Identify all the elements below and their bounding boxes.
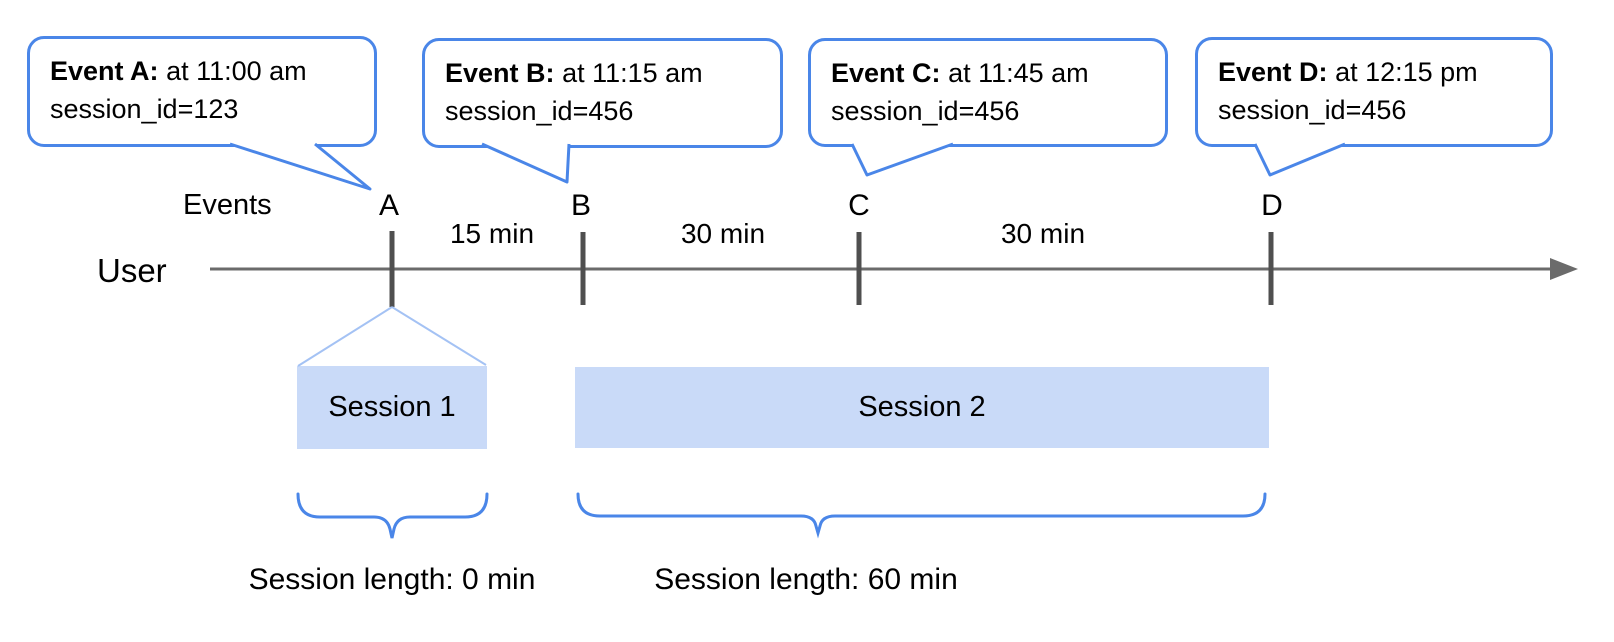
bubble-d-tail: [1253, 142, 1346, 177]
bubble-a-tail: [229, 142, 372, 191]
timeline-arrowhead-icon: [1550, 258, 1578, 280]
session-1-funnel-lines: [297, 306, 487, 367]
event-b-time: at 11:15 am: [562, 58, 703, 88]
event-a-title: Event A:: [50, 56, 159, 86]
interval-label-bc: 30 min: [680, 218, 766, 249]
event-bubble-a: Event A:at 11:00 am session_id=123: [27, 36, 377, 147]
session-2-label: Session 2: [858, 391, 986, 423]
event-b-title: Event B:: [445, 58, 555, 88]
session-2-brace: [576, 492, 1267, 539]
interval-label-cd: 30 min: [1000, 218, 1086, 249]
event-d-session-id: session_id=456: [1218, 95, 1407, 125]
event-bubble-c: Event C:at 11:45 am session_id=456: [808, 38, 1168, 147]
event-c-session-id: session_id=456: [831, 96, 1020, 126]
tick-label-b: B: [570, 189, 592, 222]
event-d-title: Event D:: [1218, 57, 1328, 87]
tick-label-d: D: [1261, 189, 1283, 222]
session-2-box: Session 2: [575, 367, 1269, 448]
event-a-time: at 11:00 am: [166, 56, 307, 86]
event-c-time: at 11:45 am: [948, 58, 1089, 88]
events-axis-label: Events: [183, 189, 272, 221]
event-d-time: at 12:15 pm: [1335, 57, 1478, 87]
bubble-b-tail: [481, 142, 571, 184]
event-b-session-id: session_id=456: [445, 96, 634, 126]
session-1-box: Session 1: [297, 366, 487, 449]
session-1-length-label: Session length: 0 min: [248, 563, 536, 596]
event-bubble-b: Event B:at 11:15 am session_id=456: [422, 38, 783, 148]
event-a-line1: Event A:at 11:00 am: [50, 56, 307, 86]
event-b-line1: Event B:at 11:15 am: [445, 58, 703, 88]
event-c-title: Event C:: [831, 58, 941, 88]
session-2-length-label: Session length: 60 min: [654, 563, 958, 596]
event-c-line1: Event C:at 11:45 am: [831, 58, 1089, 88]
bubble-c-tail: [850, 142, 954, 177]
tick-label-c: C: [848, 189, 870, 222]
interval-label-ab: 15 min: [449, 218, 535, 249]
event-a-session-id: session_id=123: [50, 94, 239, 124]
user-row-label: User: [97, 252, 167, 289]
event-bubble-d: Event D:at 12:15 pm session_id=456: [1195, 37, 1553, 147]
tick-label-a: A: [378, 189, 400, 222]
session-1-label: Session 1: [328, 391, 456, 423]
session-1-brace: [296, 492, 489, 539]
event-d-line1: Event D:at 12:15 pm: [1218, 57, 1478, 87]
